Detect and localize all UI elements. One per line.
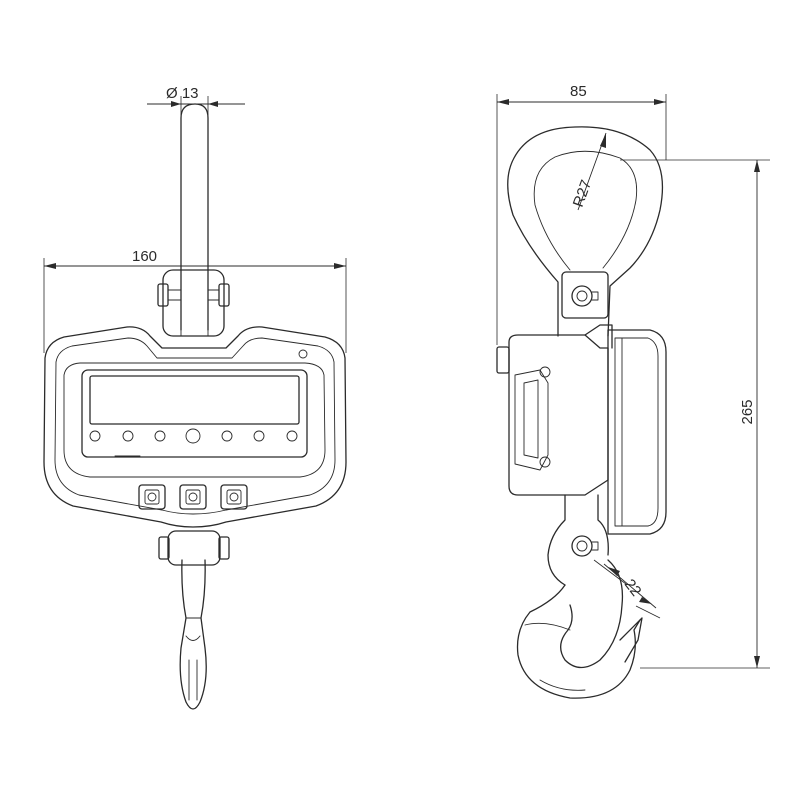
dimension-label-diameter: Ø 13 [166, 85, 199, 102]
indicator-led [89, 430, 101, 442]
dimension-label-height: 265 [739, 399, 756, 424]
button-left [138, 484, 166, 510]
side-display-cover [607, 329, 667, 535]
dimension-side-depth: 85 [496, 83, 667, 345]
housing [43, 326, 347, 528]
top-shackle [157, 103, 230, 337]
dimension-hook-throat: 22 [593, 559, 661, 619]
side-view: 85 265 R27 22 [496, 83, 770, 699]
indicator-led [185, 428, 201, 444]
indicator-led [221, 430, 233, 442]
button-right [220, 484, 248, 510]
dimension-label-radius: R27 [570, 178, 595, 210]
display-panel [81, 369, 308, 458]
lcd-screen [89, 375, 300, 425]
button-center [179, 484, 207, 510]
dimension-front-width: 160 [43, 248, 347, 353]
dimension-total-height: 265 [620, 159, 770, 669]
indicator-led [253, 430, 265, 442]
dimension-label-throat: 22 [621, 576, 645, 600]
indicator-led [154, 430, 166, 442]
button-row [138, 484, 248, 510]
bottom-hook-front [158, 530, 230, 710]
dimension-shackle-diameter: Ø 13 [147, 85, 245, 118]
indicator-led [286, 430, 298, 442]
indicator-led [122, 430, 134, 442]
dimension-label-depth: 85 [570, 83, 587, 100]
side-body [496, 324, 613, 496]
side-hook [516, 494, 643, 699]
side-eye [507, 126, 664, 337]
front-view: Ø 13 160 [43, 85, 347, 710]
dimension-label-width: 160 [132, 248, 157, 265]
dimension-eye-radius: R27 [570, 132, 607, 211]
